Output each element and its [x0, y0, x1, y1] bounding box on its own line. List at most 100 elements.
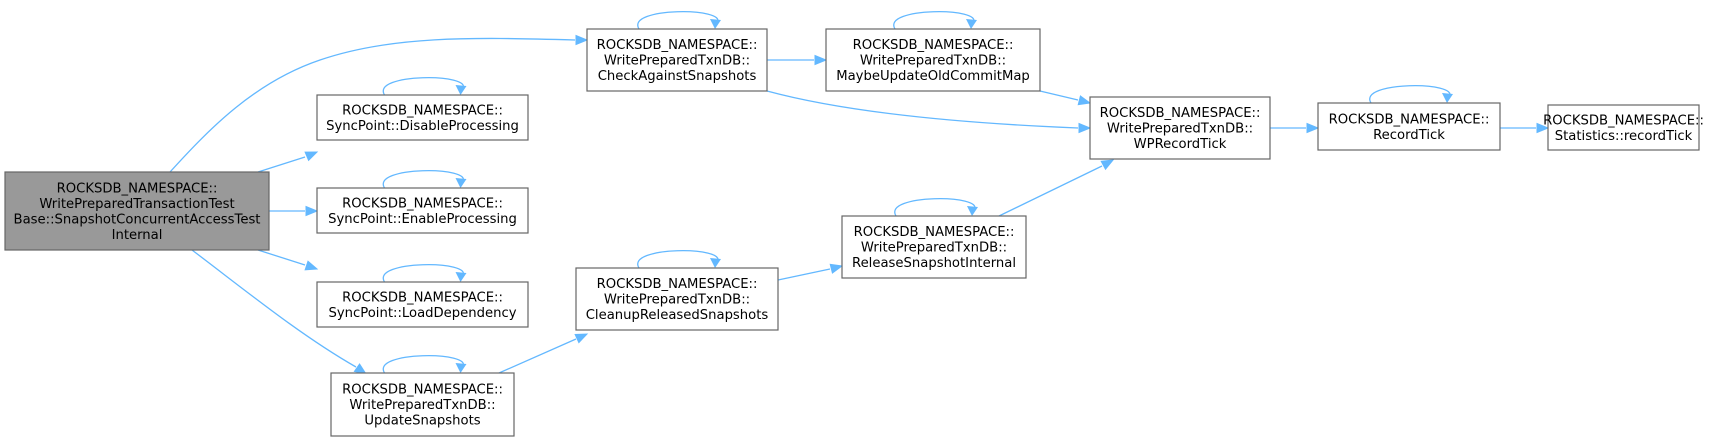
edge-root-to-checksnap [169, 34, 589, 173]
node-disable[interactable]: ROCKSDB_NAMESPACE::SyncPoint::DisablePro… [316, 77, 529, 141]
arrow-head-icon [1536, 122, 1550, 134]
node-statrecord[interactable]: ROCKSDB_NAMESPACE::Statistics::recordTic… [1543, 104, 1704, 151]
edge-recordtick-to-statrecord [1500, 122, 1550, 134]
node-label-line: WPRecordTick [1134, 137, 1227, 152]
node-label-line: ROCKSDB_NAMESPACE:: [342, 383, 503, 398]
arrow-head-icon [455, 363, 467, 373]
node-label-line: ROCKSDB_NAMESPACE:: [597, 38, 758, 53]
node-label-line: ROCKSDB_NAMESPACE:: [853, 38, 1014, 53]
self-loop-edge [637, 11, 719, 30]
node-label-line: ROCKSDB_NAMESPACE:: [1100, 106, 1261, 121]
node-label-line: WritePreparedTxnDB:: [349, 398, 495, 413]
node-label-line: WritePreparedTxnDB:: [861, 241, 1007, 256]
arrow-head-icon [575, 34, 589, 46]
node-label-line: WritePreparedTxnDB:: [860, 54, 1006, 69]
node-box [330, 372, 515, 437]
node-label-line: UpdateSnapshots [364, 414, 480, 429]
root-node-box [4, 171, 270, 251]
node-label-line: Base::SnapshotConcurrentAccessTest [14, 212, 261, 227]
node-box [575, 267, 779, 331]
edge-line [1039, 90, 1079, 101]
arrow-head-icon [1100, 159, 1115, 171]
node-recordtick[interactable]: ROCKSDB_NAMESPACE::RecordTick [1317, 85, 1501, 151]
self-loop-edge [382, 264, 464, 283]
arrow-head-icon [455, 272, 467, 282]
self-loop-edge [382, 355, 464, 374]
edges-layer [169, 34, 1550, 375]
arrow-head-icon [710, 258, 721, 268]
node-box [586, 28, 768, 92]
edge-root-to-loaddep [257, 249, 319, 271]
node-box [825, 28, 1041, 92]
arrow-head-icon [304, 151, 319, 162]
edge-cleanup-to-release [777, 263, 844, 281]
edge-line [257, 249, 306, 266]
node-loaddep[interactable]: ROCKSDB_NAMESPACE::SyncPoint::LoadDepend… [316, 264, 529, 328]
edge-line [191, 249, 357, 368]
node-box [316, 94, 529, 141]
self-loop-edge [893, 11, 975, 30]
node-box [1317, 102, 1501, 151]
edge-wprecord-to-recordtick [1270, 122, 1320, 134]
edge-line [766, 90, 1079, 129]
node-box [1547, 104, 1700, 151]
arrow-head-icon [966, 19, 977, 29]
edge-updsnap-to-cleanup [498, 333, 589, 374]
self-loop-edge [894, 198, 976, 217]
arrow-head-icon [1442, 93, 1453, 103]
node-label-line: WritePreparedTxnDB:: [604, 293, 750, 308]
node-enable[interactable]: ROCKSDB_NAMESPACE::SyncPoint::EnableProc… [316, 170, 529, 234]
node-cleanup[interactable]: ROCKSDB_NAMESPACE::WritePreparedTxnDB::C… [575, 250, 779, 331]
edge-line [498, 338, 577, 374]
node-label-line: WritePreparedTxnDB:: [604, 54, 750, 69]
node-label-line: CleanupReleasedSnapshots [586, 308, 769, 323]
node-label-line: Internal [112, 228, 163, 243]
node-checksnap[interactable]: ROCKSDB_NAMESPACE::WritePreparedTxnDB::C… [586, 11, 768, 92]
nodes-layer: ROCKSDB_NAMESPACE::WritePreparedTransact… [4, 11, 1704, 437]
node-label-line: SyncPoint::DisableProcessing [326, 119, 519, 134]
edge-line [777, 268, 831, 281]
arrow-head-icon [455, 178, 467, 188]
node-label-line: SyncPoint::EnableProcessing [328, 212, 517, 227]
edge-checksnap-to-wprecord [766, 90, 1092, 134]
node-root[interactable]: ROCKSDB_NAMESPACE::WritePreparedTransact… [4, 171, 270, 251]
node-updsnap[interactable]: ROCKSDB_NAMESPACE::WritePreparedTxnDB::U… [330, 355, 515, 437]
self-loop-edge [1369, 85, 1451, 104]
edge-root-to-enable [269, 205, 319, 217]
edge-line [998, 165, 1103, 217]
arrow-head-icon [829, 263, 844, 274]
node-label-line: SyncPoint::LoadDependency [328, 306, 516, 321]
arrow-head-icon [305, 205, 319, 217]
edge-line [169, 37, 576, 173]
node-label-line: ROCKSDB_NAMESPACE:: [57, 181, 218, 196]
arrow-head-icon [455, 85, 467, 95]
arrow-head-icon [1078, 122, 1092, 134]
node-label-line: ROCKSDB_NAMESPACE:: [854, 225, 1015, 240]
self-loop-edge [382, 77, 464, 96]
node-label-line: WritePreparedTxnDB:: [1107, 122, 1253, 137]
edge-line [257, 156, 306, 173]
node-box [316, 187, 529, 234]
node-maybeupd[interactable]: ROCKSDB_NAMESPACE::WritePreparedTxnDB::M… [825, 11, 1041, 92]
node-release[interactable]: ROCKSDB_NAMESPACE::WritePreparedTxnDB::R… [841, 198, 1027, 279]
self-loop-edge [382, 170, 464, 189]
arrow-head-icon [710, 19, 721, 29]
edge-checksnap-to-maybeupd [767, 54, 828, 66]
node-label-line: RecordTick [1373, 128, 1445, 143]
edge-root-to-disable [257, 151, 319, 173]
node-wprecord[interactable]: ROCKSDB_NAMESPACE::WritePreparedTxnDB::W… [1089, 96, 1271, 160]
arrow-head-icon [814, 54, 828, 66]
node-label-line: ROCKSDB_NAMESPACE:: [1543, 113, 1704, 128]
arrow-head-icon [1306, 122, 1320, 134]
edge-maybeupd-to-wprecord [1039, 90, 1092, 106]
node-label-line: WritePreparedTransactionTest [39, 197, 234, 212]
node-label-line: ROCKSDB_NAMESPACE:: [342, 103, 503, 118]
node-label-line: CheckAgainstSnapshots [598, 69, 757, 84]
self-loop-edge [637, 250, 719, 269]
node-label-line: ROCKSDB_NAMESPACE:: [342, 196, 503, 211]
node-label-line: ROCKSDB_NAMESPACE:: [597, 277, 758, 292]
arrow-head-icon [304, 260, 319, 271]
edge-release-to-wprecord [998, 159, 1115, 217]
node-box [316, 281, 529, 328]
